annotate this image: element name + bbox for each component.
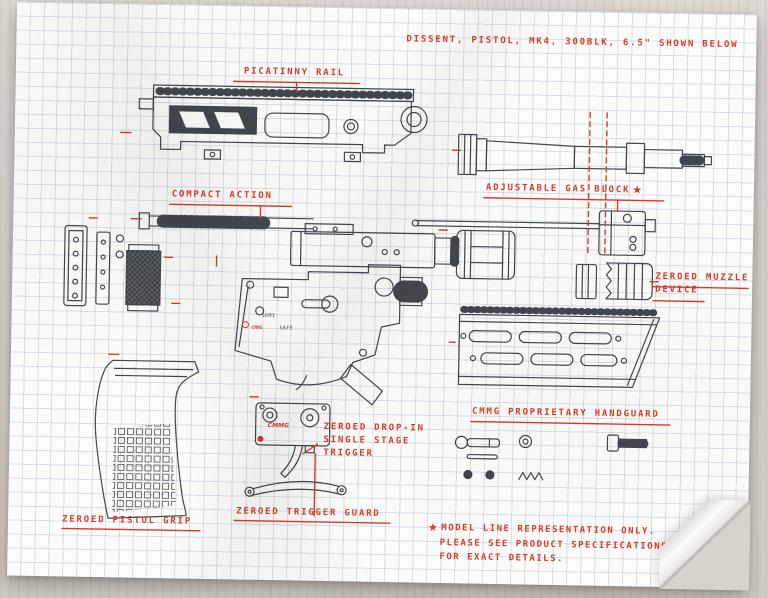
label-zeroed-trigger-guard: ZEROED TRIGGER GUARD (236, 506, 381, 520)
page-curl (658, 498, 751, 591)
handguard-drawing (457, 305, 661, 388)
footnote: ★MODEL LINE REPRESENTATION ONLY. PLEASE … (427, 521, 668, 569)
small-parts-drawing (454, 434, 649, 481)
label-trigger-line3: TRIGGER (323, 447, 374, 459)
gas-block-star-icon: ★ (632, 183, 645, 197)
bolt-carrier-group-drawing (138, 212, 460, 269)
label-zeroed-muzzle-device: ZEROED MUZZLE DEVICE (655, 271, 749, 299)
label-compact-action: COMPACT ACTION (171, 189, 273, 202)
blast-can-drawing (455, 229, 516, 280)
label-muzzle-line2: DEVICE (655, 284, 699, 296)
label-zeroed-pistol-grip: ZEROED PISTOL GRIP (61, 514, 193, 527)
trigger-logo-text: CMMG (268, 422, 289, 429)
label-adjustable-gas-block: ADJUSTABLE GAS BLOCK★ (486, 181, 644, 198)
label-picatinny-rail: PICATINNY RAIL (243, 66, 346, 79)
trigger-module-drawing (254, 402, 331, 478)
selector-safe-text: SAFE (279, 325, 293, 331)
label-zeroed-trigger: ZEROED DROP-IN SINGLE STAGE TRIGGER (323, 421, 425, 462)
label-adjustable-gas-block-text: ADJUSTABLE GAS BLOCK (485, 182, 631, 196)
pistol-grip-drawing (94, 359, 200, 519)
footnote-star-icon: ★ (427, 520, 440, 535)
engraving-texts: SEMI SAFE CMMG CMMG (241, 313, 293, 429)
diagram-art: SEMI SAFE CMMG CMMG (61, 80, 749, 532)
gas-block-drawing (411, 210, 656, 257)
barrel-drawing (457, 133, 713, 176)
selector-semi-text: SEMI (262, 313, 276, 319)
footnote-line1-text: MODEL LINE REPRESENTATION ONLY. (441, 523, 656, 537)
red-annotation-lines (61, 80, 749, 532)
lower-receiver-drawing (234, 264, 432, 406)
paper-sheet: SEMI SAFE CMMG CMMG (7, 1, 757, 591)
lower-logo-text: CMMG (251, 325, 262, 331)
muzzle-device-drawing (575, 262, 654, 301)
upper-receiver-drawing (138, 84, 428, 163)
trigger-guard-drawing (244, 480, 347, 497)
accessory-rails-drawing (63, 224, 162, 312)
